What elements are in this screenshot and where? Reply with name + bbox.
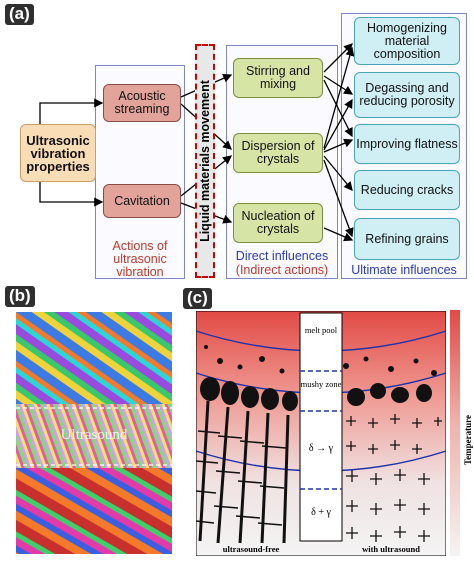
liquid-movement-label: Liquid materials movement [198, 80, 212, 242]
ultrasonic-properties-box: Ultrasonic vibration properties [20, 124, 96, 182]
solidification-image [196, 311, 446, 556]
direct-influences-caption: Direct influences [235, 249, 329, 263]
melt-pool-label: melt pool [304, 325, 338, 335]
delta-plus-gamma-label: δ + γ [311, 507, 331, 518]
indirect-actions-caption: (Indirect actions) [235, 263, 329, 277]
cavitation-box: Cavitation [103, 184, 181, 218]
actions-caption: Actions of ultrasonic vibration [112, 239, 168, 279]
arrow-dispersion-to-degassing [323, 98, 353, 151]
panel-a-label: (a) [5, 4, 34, 25]
arrow-stirring-to-flatness [323, 79, 353, 138]
arrow-nucleation-to-grains [323, 227, 354, 242]
ultrasound-free-label: ultrasound-free [222, 544, 280, 554]
degassing-box: Degassing and reducing porosity [354, 72, 460, 118]
reducing-cracks-box: Reducing cracks [354, 170, 460, 210]
nucleation-crystals-box: Nucleation of crystals [233, 203, 323, 243]
temperature-label-wrap: Temperature [461, 400, 474, 480]
arrow-source-to-cavitation [39, 178, 104, 207]
mushy-zone-label: mushy zone [300, 379, 342, 389]
refining-grains-box: Refining grains [354, 218, 460, 260]
ultrasound-overlay-text: Ultrasound [60, 427, 128, 443]
temperature-colorbar [450, 310, 460, 556]
arrow-stirring-to-homogenizing [323, 43, 353, 73]
with-ultrasound-label: with ultrasound [362, 544, 420, 554]
panel-c-label: (c) [183, 288, 212, 309]
ebsd-map-image [16, 312, 172, 554]
dispersion-crystals-box: Dispersion of crystals [233, 133, 323, 173]
solidification-schematic: melt pool mushy zone δ → γ δ + γ ultraso… [196, 311, 446, 556]
panel-b-label: (b) [5, 286, 35, 307]
homogenizing-box: Homogenizing material composition [354, 17, 460, 65]
improving-flatness-box: Improving flatness [354, 124, 460, 164]
stirring-mixing-box: Stirring and mixing [233, 58, 323, 98]
arrow-dispersion-to-grains [323, 159, 354, 238]
liquid-movement-box: Liquid materials movement [195, 44, 215, 278]
arrow-stirring-to-degassing [323, 75, 354, 95]
arrow-dispersion-to-cracks [323, 155, 353, 192]
acoustic-streaming-box: Acoustic streaming [103, 84, 181, 122]
ebsd-grain-map: Ultrasound [16, 312, 172, 554]
arrow-source-to-streaming [39, 98, 104, 128]
ultimate-caption: Ultimate influences [351, 263, 457, 277]
delta-to-gamma-label: δ → γ [308, 443, 334, 454]
temperature-label: Temperature [462, 415, 473, 465]
arrow-dispersion-to-homogenizing [323, 46, 355, 149]
arrow-dispersion-to-flatness [323, 138, 354, 153]
